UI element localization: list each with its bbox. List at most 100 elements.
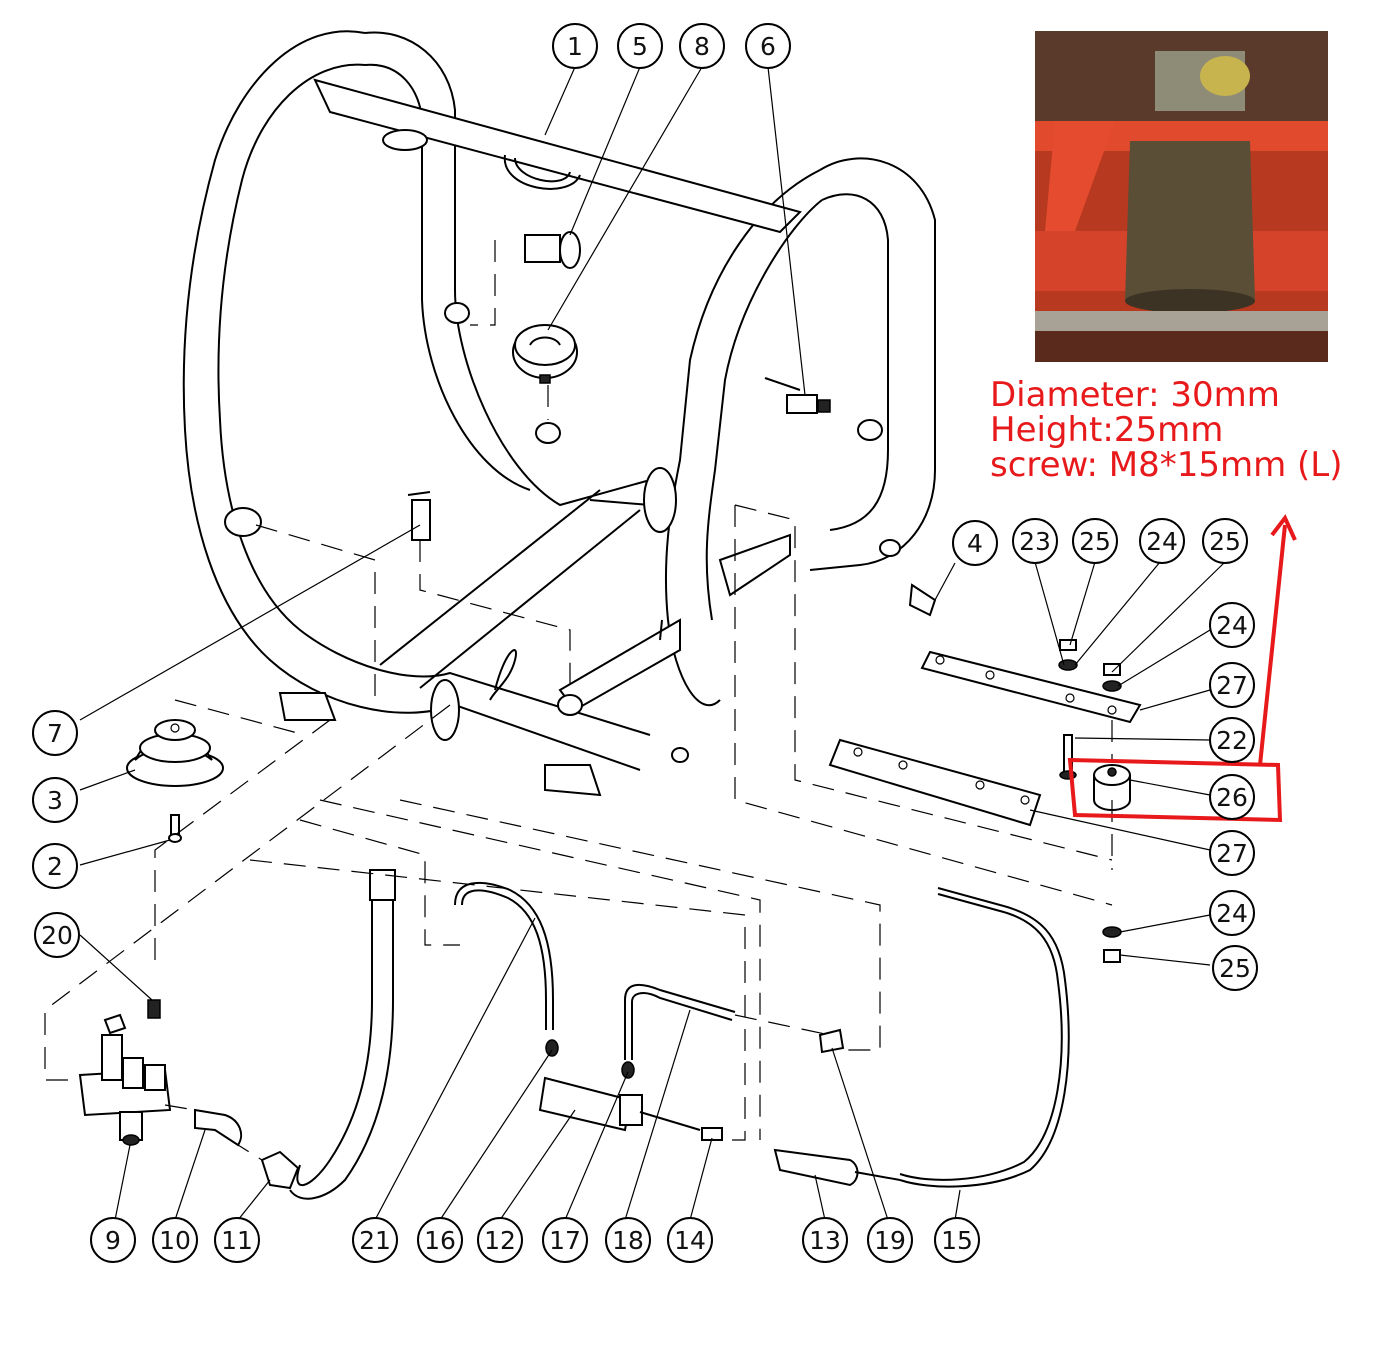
callout-9: 9 [90, 1217, 136, 1263]
callout-label: 18 [612, 1226, 644, 1255]
callout-label: 27 [1216, 671, 1248, 700]
callout-25: 25 [1212, 945, 1258, 991]
unloader-13 [773, 1148, 901, 1187]
rubber-foot-photo-icon [1035, 31, 1328, 362]
callout-16: 16 [417, 1217, 463, 1263]
mounting-plate-lower [828, 738, 1042, 827]
tube-15 [899, 887, 1070, 1188]
hose-21 [289, 869, 396, 1200]
callout-13: 13 [802, 1217, 848, 1263]
frame-tube [182, 30, 936, 797]
callout-12: 12 [477, 1217, 523, 1263]
callout-20: 20 [34, 912, 80, 958]
rubber-foot-26 [1093, 764, 1131, 811]
callout-label: 3 [47, 786, 63, 815]
nuts-washers [1058, 639, 1122, 963]
callout-8: 8 [679, 23, 725, 69]
callout-circle [32, 777, 78, 823]
callout-label: 19 [874, 1226, 906, 1255]
callout-label: 10 [159, 1226, 191, 1255]
callout-label: 26 [1216, 783, 1248, 812]
callout-label: 27 [1216, 839, 1248, 868]
callout-label: 21 [359, 1226, 391, 1255]
callout-label: 22 [1216, 726, 1248, 755]
callout-circle [867, 1217, 913, 1263]
callout-circle [1209, 602, 1255, 648]
callout-label: 8 [694, 32, 710, 61]
red-arrow-icon [1258, 514, 1297, 766]
check-valve-12 [538, 1061, 701, 1132]
callout-circle [1212, 945, 1258, 991]
pressure-gauge-part [512, 324, 578, 384]
callout-22: 22 [1209, 717, 1255, 763]
callout-24: 24 [1139, 518, 1185, 564]
callout-label: 25 [1079, 527, 1111, 556]
callout-11: 11 [214, 1217, 260, 1263]
leader-lines [79, 66, 1226, 1221]
spec-callout: Diameter: 30mm Height:25mm screw: M8*15m… [990, 378, 1386, 483]
callout-label: 12 [484, 1226, 516, 1255]
callout-circle [1202, 518, 1248, 564]
callout-18: 18 [605, 1217, 651, 1263]
callout-5: 5 [617, 23, 663, 69]
callout-2: 2 [32, 843, 78, 889]
callout-10: 10 [152, 1217, 198, 1263]
callout-label: 14 [674, 1226, 706, 1255]
callout-circle [152, 1217, 198, 1263]
callout-26: 26 [1209, 774, 1255, 820]
callout-24: 24 [1209, 890, 1255, 936]
callout-4: 4 [952, 520, 998, 566]
drain-fitting-part [908, 583, 937, 617]
callout-label: 6 [760, 32, 776, 61]
callout-circle [1072, 518, 1118, 564]
callout-17: 17 [542, 1217, 588, 1263]
callout-circle [34, 912, 80, 958]
callout-label: 24 [1216, 899, 1248, 928]
ball-valve-part [764, 377, 831, 414]
spec-height: Height:25mm [990, 410, 1224, 450]
callout-circle [552, 23, 598, 69]
fitting-19 [818, 1028, 845, 1054]
callout-circle [934, 1217, 980, 1263]
callout-label: 15 [941, 1226, 973, 1255]
callout-circle [617, 23, 663, 69]
callout-label: 11 [221, 1226, 253, 1255]
callout-circle [745, 23, 791, 69]
callout-circle [1209, 890, 1255, 936]
rubber-mount-part-3 [126, 719, 224, 843]
callout-circle [1209, 830, 1255, 876]
callout-3: 3 [32, 777, 78, 823]
quick-coupler-part [524, 231, 581, 269]
callout-label: 17 [549, 1226, 581, 1255]
callout-7: 7 [32, 710, 78, 756]
callout-circle [352, 1217, 398, 1263]
callout-circle [952, 520, 998, 566]
callout-label: 9 [105, 1226, 121, 1255]
callout-circle [667, 1217, 713, 1263]
callout-label: 23 [1019, 527, 1051, 556]
callout-circle [1209, 774, 1255, 820]
screw-22 [1059, 734, 1077, 780]
callout-label: 16 [424, 1226, 456, 1255]
callout-circle [1209, 717, 1255, 763]
callout-label: 4 [967, 529, 983, 558]
callout-label: 20 [41, 921, 73, 950]
callout-1: 1 [552, 23, 598, 69]
highlight-box-part-26 [1067, 757, 1283, 823]
callout-label: 2 [47, 852, 63, 881]
assembly-lines [44, 240, 1113, 1161]
callout-circle [679, 23, 725, 69]
pipe-18 [624, 983, 736, 1060]
callout-label: 5 [632, 32, 648, 61]
callout-21: 21 [352, 1217, 398, 1263]
elbow-fitting-10 [194, 1108, 243, 1147]
spec-screw: screw: M8*15mm (L) [990, 445, 1343, 485]
callout-label: 7 [47, 719, 63, 748]
callout-23: 23 [1012, 518, 1058, 564]
callout-circle [1209, 662, 1255, 708]
callout-circle [90, 1217, 136, 1263]
callout-circle [1139, 518, 1185, 564]
callout-label: 24 [1216, 611, 1248, 640]
